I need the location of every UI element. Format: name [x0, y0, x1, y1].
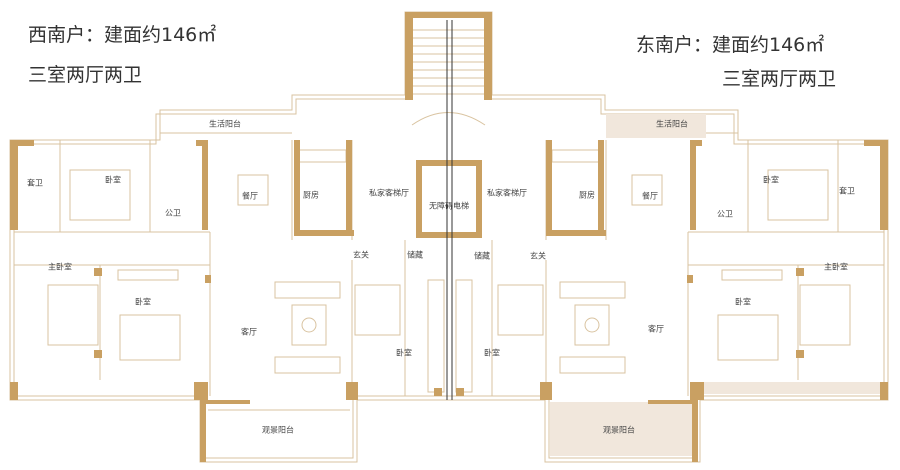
label-east-living-balcony: 生活阳台	[656, 119, 688, 129]
west-unit-area: 西南户：建面约146㎡	[28, 24, 217, 46]
bed-west-south	[119, 314, 181, 361]
rug-west	[301, 317, 317, 333]
label-west-bed-s: 卧室	[135, 297, 151, 307]
label-west-view-balcony: 观景阳台	[262, 425, 294, 435]
dining-table-east	[631, 174, 663, 206]
label-west-bath-en: 套卫	[27, 178, 43, 188]
rug-east	[584, 317, 600, 333]
counter-east	[551, 149, 601, 163]
label-west-parlor: 客厅	[241, 327, 257, 337]
sofa-west-bottom	[274, 356, 341, 374]
wardrobe-west	[117, 269, 179, 281]
sofa-east-bottom	[559, 356, 626, 374]
sofa-west-top	[274, 281, 341, 299]
east-strip-fill	[700, 382, 882, 394]
label-east-master: 主卧室	[824, 262, 848, 272]
label-east-bed-n: 卧室	[763, 175, 779, 185]
label-east-bed-c: 卧室	[484, 348, 500, 358]
label-west-kitchen: 厨房	[303, 190, 319, 200]
inner-outline	[13, 15, 885, 459]
east-unit-layout: 三室两厅两卫	[722, 68, 837, 90]
coffee-table-west	[291, 304, 327, 346]
label-east-private-lift: 私家客梯厅	[487, 188, 527, 198]
bed-east-master	[799, 284, 851, 346]
label-east-dining: 餐厅	[642, 191, 658, 201]
dining-table-west	[237, 174, 269, 206]
label-west-living-balcony: 生活阳台	[209, 119, 241, 129]
label-west-private-lift: 私家客梯厅	[369, 188, 409, 198]
label-east-view-balcony: 观景阳台	[603, 425, 635, 435]
label-east-foyer: 玄关	[530, 251, 546, 261]
label-east-parlor: 客厅	[648, 324, 664, 334]
bed-west-center	[354, 284, 401, 336]
storage-east	[455, 279, 473, 393]
bed-west-master	[47, 284, 99, 346]
walls	[10, 12, 888, 462]
label-elevator: 无障碍电梯	[429, 201, 469, 211]
outer-outline	[9, 11, 889, 463]
label-west-bath-pub: 公卫	[165, 208, 181, 218]
bed-east-center	[497, 284, 544, 336]
east-balcony-fill	[606, 114, 706, 138]
bed-west-north	[69, 169, 131, 221]
coffee-table-east	[574, 304, 610, 346]
bed-east-south	[717, 314, 779, 361]
label-west-dining: 餐厅	[242, 191, 258, 201]
east-view-balcony-fill	[550, 402, 695, 456]
label-east-storage: 储藏	[474, 251, 490, 261]
label-east-kitchen: 厨房	[579, 190, 595, 200]
counter-west	[297, 149, 347, 163]
west-unit-layout: 三室两厅两卫	[28, 64, 143, 86]
stair-treads	[411, 29, 486, 126]
label-east-bed-s: 卧室	[735, 297, 751, 307]
label-west-bed-c: 卧室	[396, 348, 412, 358]
bed-east-north	[767, 169, 829, 221]
wardrobe-east	[721, 269, 783, 281]
label-west-master: 主卧室	[48, 262, 72, 272]
label-west-foyer: 玄关	[353, 250, 369, 260]
east-unit-area: 东南户：建面约146㎡	[636, 34, 825, 56]
label-west-bed-n: 卧室	[105, 175, 121, 185]
label-west-storage: 储藏	[407, 250, 423, 260]
label-east-bath-pub: 公卫	[717, 209, 733, 219]
storage-west	[427, 279, 445, 393]
sofa-east-top	[559, 281, 626, 299]
label-east-bath-en: 套卫	[839, 186, 855, 196]
